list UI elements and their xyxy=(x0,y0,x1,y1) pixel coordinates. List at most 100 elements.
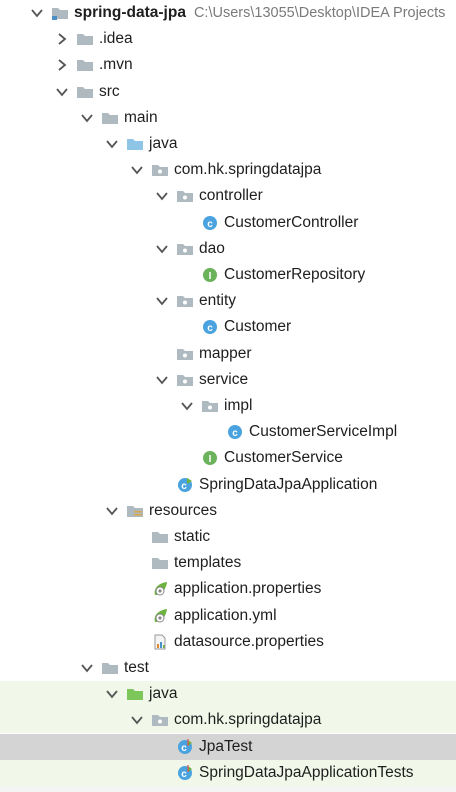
class-icon: c xyxy=(201,214,219,232)
chevron-down-icon[interactable] xyxy=(179,398,195,414)
svg-text:I: I xyxy=(209,271,212,282)
bottom-strip xyxy=(0,786,456,792)
svg-text:c: c xyxy=(181,769,187,780)
project-path: C:\Users\13055\Desktop\IDEA Projects xyxy=(193,5,446,21)
tree-indent-spacer xyxy=(129,555,145,571)
tree-node-idea[interactable]: .idea xyxy=(0,26,456,52)
chevron-down-icon[interactable] xyxy=(129,162,145,178)
tree-node-label: src xyxy=(99,82,120,100)
tree-node-customercontroller[interactable]: c CustomerController xyxy=(0,210,456,236)
tree-indent-spacer xyxy=(154,739,170,755)
resources-folder-icon xyxy=(126,502,144,520)
tree-node-label: java xyxy=(149,685,178,703)
tree-indent-spacer xyxy=(129,634,145,650)
svg-text:c: c xyxy=(207,219,213,230)
folder-icon xyxy=(76,30,94,48)
module-folder-icon xyxy=(51,4,69,22)
spring-config-icon xyxy=(151,607,169,625)
folder-icon xyxy=(151,528,169,546)
chevron-down-icon[interactable] xyxy=(154,188,170,204)
tree-node-label: CustomerServiceImpl xyxy=(249,423,398,441)
tree-node-application-yml[interactable]: application.yml xyxy=(0,603,456,629)
tree-node-customerserviceimpl[interactable]: c CustomerServiceImpl xyxy=(0,419,456,445)
tree-node-label: JpaTest xyxy=(199,737,253,755)
chevron-down-icon[interactable] xyxy=(104,136,120,152)
chevron-down-icon[interactable] xyxy=(79,660,95,676)
package-icon xyxy=(176,292,194,310)
chevron-down-icon[interactable] xyxy=(154,241,170,257)
svg-text:c: c xyxy=(207,323,213,334)
chevron-down-icon[interactable] xyxy=(29,5,45,21)
package-icon xyxy=(176,371,194,389)
test-source-folder-icon xyxy=(126,685,144,703)
chevron-down-icon[interactable] xyxy=(54,84,70,100)
tree-node-label: SpringDataJpaApplication xyxy=(199,475,378,493)
tree-node-test[interactable]: test xyxy=(0,655,456,681)
interface-icon: I xyxy=(201,266,219,284)
folder-icon xyxy=(76,83,94,101)
tree-node-java[interactable]: java xyxy=(0,681,456,708)
tree-node-application-properties[interactable]: application.properties xyxy=(0,576,456,602)
tree-node-label: impl xyxy=(224,397,253,414)
chevron-right-icon[interactable] xyxy=(54,31,70,47)
tree-node-main[interactable]: main xyxy=(0,105,456,131)
tree-node-resources[interactable]: resources xyxy=(0,498,456,524)
tree-node-static[interactable]: static xyxy=(0,524,456,550)
svg-text:c: c xyxy=(232,428,238,439)
tree-node-label: SpringDataJpaApplicationTests xyxy=(199,763,414,781)
chevron-down-icon[interactable] xyxy=(154,372,170,388)
tree-node-jpatest-selected[interactable]: c JpaTest xyxy=(0,733,456,760)
tree-indent-spacer xyxy=(179,267,195,283)
chevron-down-icon[interactable] xyxy=(104,686,120,702)
class-icon: c xyxy=(201,318,219,336)
chevron-down-icon[interactable] xyxy=(79,110,95,126)
tree-node-com-hk-springdatajpa[interactable]: com.hk.springdatajpa xyxy=(0,157,456,183)
test-class-icon: c xyxy=(176,764,194,782)
tree-indent-spacer xyxy=(204,424,220,440)
tree-node-entity[interactable]: entity xyxy=(0,288,456,314)
svg-text:c: c xyxy=(181,743,187,754)
tree-indent-spacer xyxy=(179,450,195,466)
tree-node-label: mapper xyxy=(199,344,252,362)
tree-node-springdatajpaapplicationtests[interactable]: c SpringDataJpaApplicationTests xyxy=(0,759,456,786)
tree-node-mvn[interactable]: .mvn xyxy=(0,52,456,78)
chevron-down-icon[interactable] xyxy=(104,503,120,519)
tree-node-java[interactable]: java xyxy=(0,131,456,157)
tree-node-label: com.hk.springdatajpa xyxy=(174,161,322,179)
tree-node-src[interactable]: src xyxy=(0,79,456,105)
tree-indent-spacer xyxy=(129,581,145,597)
tree-node-label: application.properties xyxy=(174,580,322,598)
folder-icon xyxy=(76,56,94,74)
tree-node-label: resources xyxy=(149,501,218,519)
tree-node-label: service xyxy=(199,370,249,388)
chevron-down-icon[interactable] xyxy=(154,293,170,309)
tree-node-impl[interactable]: impl xyxy=(0,393,456,419)
tree-node-label: datasource.properties xyxy=(174,632,324,650)
tree-node-label: application.yml xyxy=(174,606,277,624)
tree-node-label: CustomerService xyxy=(224,449,343,467)
tree-node-controller[interactable]: controller xyxy=(0,183,456,209)
chevron-down-icon[interactable] xyxy=(129,712,145,728)
tree-indent-spacer xyxy=(154,346,170,362)
tree-node-dao[interactable]: dao xyxy=(0,236,456,262)
tree-node-com-hk-springdatajpa[interactable]: com.hk.springdatajpa xyxy=(0,707,456,734)
chevron-right-icon[interactable] xyxy=(54,57,70,73)
tree-node-mapper[interactable]: mapper xyxy=(0,341,456,367)
tree-node-customerservice[interactable]: I CustomerService xyxy=(0,445,456,471)
tree-node-label: controller xyxy=(199,187,263,205)
tree-node-service[interactable]: service xyxy=(0,367,456,393)
package-icon xyxy=(176,187,194,205)
tree-node-label: CustomerController xyxy=(224,213,359,231)
tree-node-datasource-properties[interactable]: datasource.properties xyxy=(0,629,456,655)
interface-icon: I xyxy=(201,449,219,467)
tree-node-label: templates xyxy=(174,554,242,572)
tree-node-templates[interactable]: templates xyxy=(0,550,456,576)
package-icon xyxy=(176,345,194,363)
tree-node-label: .idea xyxy=(99,30,133,48)
tree-indent-spacer xyxy=(179,215,195,231)
